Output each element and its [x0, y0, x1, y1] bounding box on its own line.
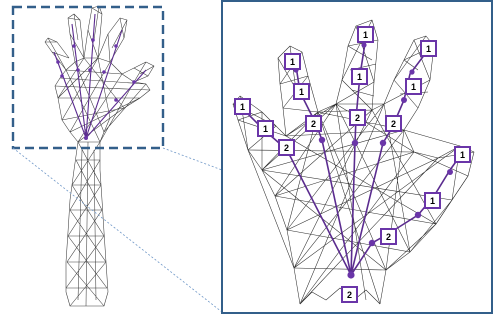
joint-badge: 1 — [420, 40, 437, 57]
joint-badge: 1 — [424, 192, 441, 209]
svg-text:2: 2 — [386, 232, 391, 242]
svg-text:1: 1 — [299, 87, 304, 97]
skeleton-overview — [53, 13, 147, 139]
zoom-selection-box — [11, 5, 165, 150]
hand-mesh-overview-icon — [44, 5, 155, 307]
arm-mesh-overview — [44, 5, 155, 307]
joint-badge: 2 — [385, 115, 402, 132]
joint-label-badges: 1 1 2 1 1 2 — [234, 26, 471, 303]
joint-badge: 1 — [284, 53, 301, 70]
joint-badge: 1 — [351, 68, 368, 85]
joint-badge: 2 — [278, 139, 295, 156]
joint-badge: 2 — [305, 115, 322, 132]
svg-text:1: 1 — [263, 124, 268, 134]
svg-text:2: 2 — [391, 119, 396, 129]
joint-badge: 1 — [454, 146, 471, 163]
zoom-leader-lines — [12, 147, 223, 313]
joint-badge: 1 — [257, 120, 274, 137]
hand-mesh-detail: 1 1 2 1 1 2 — [232, 19, 475, 305]
svg-text:2: 2 — [347, 290, 352, 300]
detail-frame — [221, 0, 493, 314]
bone-chain-left — [241, 107, 352, 276]
svg-text:1: 1 — [426, 44, 431, 54]
joint-dots-overview — [56, 38, 136, 140]
joint-badge: 1 — [405, 78, 422, 95]
joint-badge: 2 — [349, 109, 366, 126]
svg-text:1: 1 — [430, 196, 435, 206]
joint-badge: 2 — [341, 286, 358, 303]
svg-text:2: 2 — [311, 119, 316, 129]
svg-text:2: 2 — [355, 113, 360, 123]
joint-badge: 1 — [357, 26, 374, 43]
svg-text:1: 1 — [411, 82, 416, 92]
svg-text:1: 1 — [290, 57, 295, 67]
svg-text:1: 1 — [460, 150, 465, 160]
svg-text:2: 2 — [284, 143, 289, 153]
joint-badge: 1 — [234, 98, 251, 115]
svg-text:1: 1 — [363, 30, 368, 40]
svg-text:1: 1 — [240, 102, 245, 112]
joint-badge: 1 — [293, 83, 310, 100]
svg-text:1: 1 — [357, 72, 362, 82]
joint-badge: 2 — [380, 228, 397, 245]
